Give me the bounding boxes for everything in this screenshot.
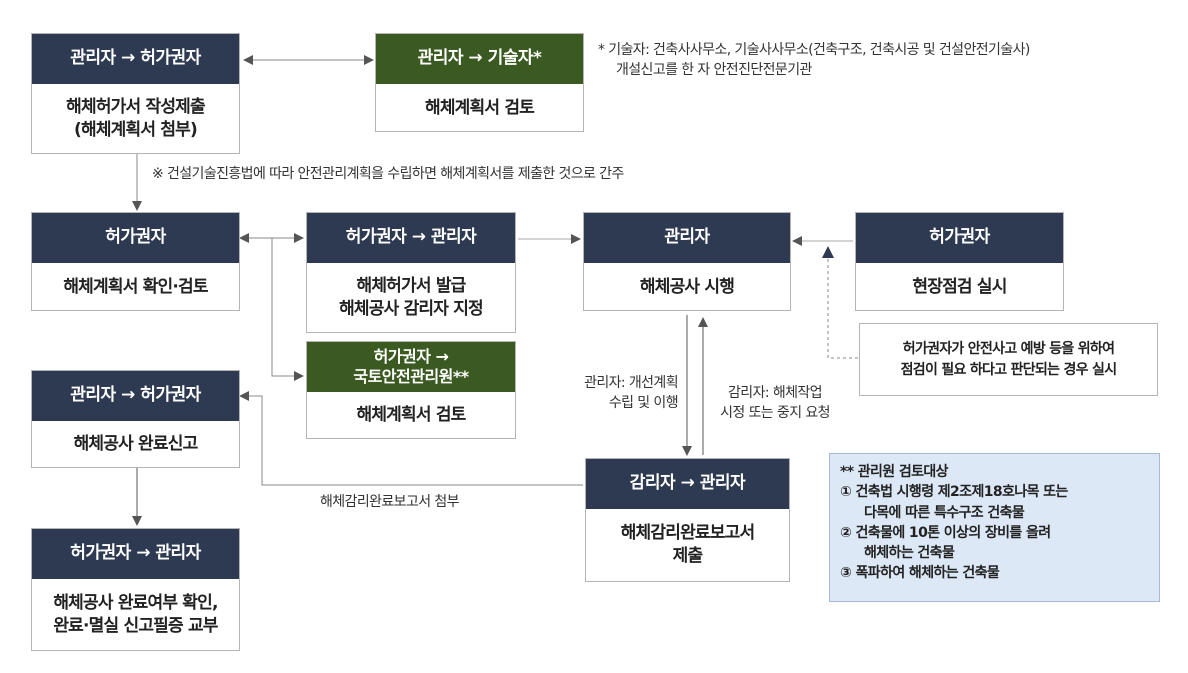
review-target-item: ② 건축물에 10톤 이상의 장비를 올려 xyxy=(840,524,1051,541)
node-body: 해체공사 완료신고 xyxy=(73,433,199,454)
node-body-line: 해체공사 감리자 지정 xyxy=(339,299,484,319)
arrow-n9-n8 xyxy=(239,391,583,486)
arrow-note-inspection xyxy=(827,248,858,359)
note-supervisor-request: 감리자: 해체작업 시정 또는 중지 요청 xyxy=(700,383,850,424)
node-body-line: 완료·멸실 신고필증 교부 xyxy=(53,616,218,636)
node-body-line: 제출 xyxy=(672,546,703,566)
review-target-item-cont: 다목에 따른 특수구조 건축물 xyxy=(864,504,1025,521)
review-target-item: ③ 폭파하여 해체하는 건축물 xyxy=(840,565,1000,582)
note-line: 점검이 필요 하다고 판단되는 경우 실시 xyxy=(900,361,1117,378)
note-engineer-definition: * 기술자: 건축사사무소, 기술사사무소(건축구조, 건축시공 및 건설안전기… xyxy=(598,40,1030,81)
node-body: 해체계획서 검토 xyxy=(356,404,467,425)
node-body-line: (해체계획서 첨부) xyxy=(74,120,198,140)
node-permitter-to-manager-issue: 허가권자 → 관리자 해체허가서 발급 해체공사 감리자 지정 xyxy=(306,212,516,333)
node-permitter-to-safety-agency: 허가권자 → 국토안전관리원** 해체계획서 검토 xyxy=(306,341,516,439)
node-header-line: 국토안전관리원** xyxy=(353,367,469,386)
node-body: 해체계획서 확인·검토 xyxy=(63,276,208,297)
note-report-attach: 해체감리완료보고서 첨부 xyxy=(320,494,460,510)
node-header: 관리자 → 허가권자 xyxy=(32,34,239,84)
node-manager-to-permitter-submit: 관리자 → 허가권자 해체허가서 작성제출 (해체계획서 첨부) xyxy=(31,33,240,154)
note-construction-law: ※ 건설기술진흥법에 따라 안전관리계획을 수립하면 해체계획서를 제출한 것으… xyxy=(152,166,624,182)
node-body-line: 해체감리완료보고서 xyxy=(620,523,755,544)
node-manager-to-permitter-complete: 관리자 → 허가권자 해체공사 완료신고 xyxy=(31,370,240,468)
node-body-line: 해체허가서 작성제출 xyxy=(66,97,205,118)
node-header: 허가권자 xyxy=(856,213,1063,263)
note-line: 허가권자가 안전사고 예방 등을 위하여 xyxy=(902,340,1115,357)
node-body: 해체공사 시행 xyxy=(639,276,735,297)
node-permitter-review: 허가권자 해체계획서 확인·검토 xyxy=(31,212,240,311)
node-permitter-to-manager-certificate: 허가권자 → 관리자 해체공사 완료여부 확인, 완료·멸실 신고필증 교부 xyxy=(31,528,240,651)
note-inspection-condition: 허가권자가 안전사고 예방 등을 위하여 점검이 필요 하다고 판단되는 경우 … xyxy=(859,323,1158,396)
node-header: 감리자 → 관리자 xyxy=(586,459,789,509)
node-permitter-inspection: 허가권자 현장점검 실시 xyxy=(855,212,1064,311)
note-line: 개설신고를 한 자 안전진단전문기관 xyxy=(616,62,812,79)
arrow-note-inspection-head xyxy=(822,246,834,258)
node-body: 해체공사 완료여부 확인, 완료·멸실 신고필증 교부 xyxy=(32,579,239,651)
note-manager-improvement: 관리자: 개선계획 수립 및 이행 xyxy=(528,373,679,414)
note-line: * 기술자: 건축사사무소, 기술사사무소(건축구조, 건축시공 및 건설안전기… xyxy=(598,42,1030,58)
node-body: 현장점검 실시 xyxy=(912,276,1007,297)
note-line: 감리자: 해체작업 xyxy=(728,385,823,401)
node-body: 해체허가서 발급 해체공사 감리자 지정 xyxy=(307,263,515,333)
node-header: 관리자 → 허가권자 xyxy=(32,371,239,421)
node-manager-to-engineer: 관리자 → 기술자* 해체계획서 검토 xyxy=(375,33,584,132)
node-header-line: 허가권자 → xyxy=(373,347,449,366)
node-header: 허가권자 xyxy=(32,213,239,263)
node-header: 허가권자 → 관리자 xyxy=(32,529,239,579)
arrow-n3-n7 xyxy=(271,238,304,381)
note-line: 관리자: 개선계획 xyxy=(584,375,679,391)
note-line: 시정 또는 중지 요청 xyxy=(720,405,830,422)
review-targets-box: ** 관리원 검토대상 ① 건축법 시행령 제2조제18호나목 또는 다목에 따… xyxy=(829,453,1160,602)
node-header: 관리자 → 기술자* xyxy=(376,34,583,84)
node-body: 해체감리완료보고서 제출 xyxy=(586,509,789,581)
node-body: 해체계획서 검토 xyxy=(425,97,535,118)
node-header: 허가권자 → 관리자 xyxy=(307,213,515,263)
note-line: 수립 및 이행 xyxy=(608,395,679,412)
review-targets-title: ** 관리원 검토대상 xyxy=(840,464,949,480)
node-body-line: 해체공사 완료여부 확인, xyxy=(53,593,218,614)
node-body-line: 해체허가서 발급 xyxy=(356,276,467,297)
review-target-item: ① 건축법 시행령 제2조제18호나목 또는 xyxy=(840,484,1068,501)
node-header: 관리자 xyxy=(584,213,790,263)
node-manager-demolition: 관리자 해체공사 시행 xyxy=(583,212,791,311)
node-body: 해체허가서 작성제출 (해체계획서 첨부) xyxy=(32,84,239,154)
node-header: 허가권자 → 국토안전관리원** xyxy=(307,342,515,392)
review-target-item-cont: 해체하는 건축물 xyxy=(864,545,955,562)
node-supervisor-to-manager: 감리자 → 관리자 해체감리완료보고서 제출 xyxy=(585,458,790,582)
